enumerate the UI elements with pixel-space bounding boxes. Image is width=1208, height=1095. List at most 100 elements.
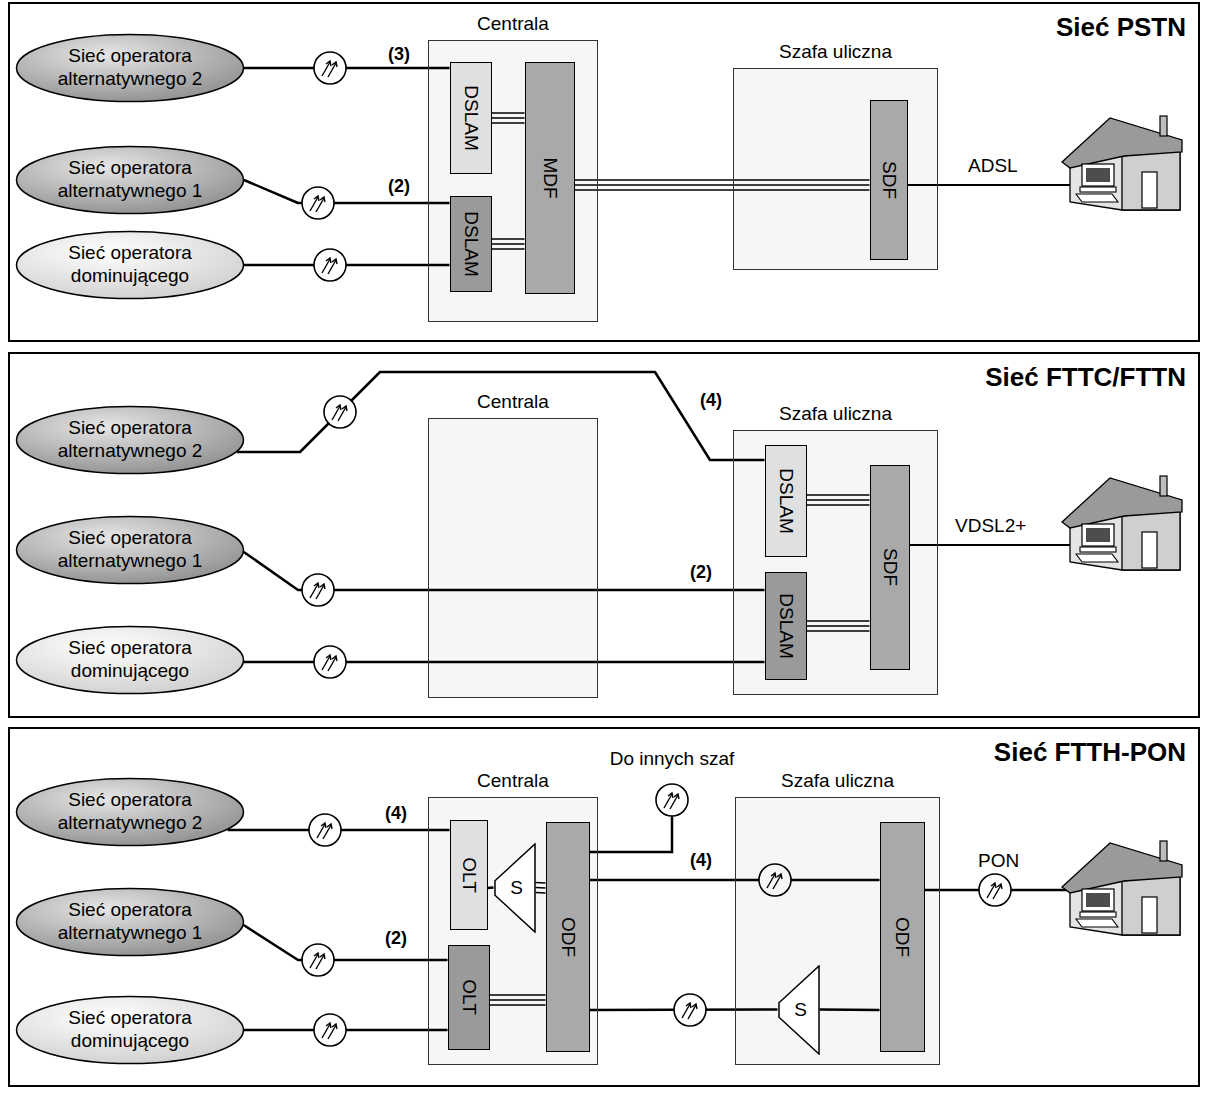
connector-path bbox=[820, 1008, 880, 1011]
fiber-symbol bbox=[979, 874, 1011, 906]
connector-path bbox=[492, 122, 525, 123]
fiber-link bbox=[590, 880, 880, 881]
building-label: Szafa uliczna bbox=[734, 41, 937, 63]
ellipse-outline bbox=[15, 777, 245, 847]
ellipse-outline bbox=[15, 230, 245, 300]
equipment-label: DSLAM bbox=[776, 593, 795, 658]
connector-path bbox=[807, 499, 870, 500]
fiber-symbol bbox=[324, 396, 356, 428]
equipment-box: SDF bbox=[870, 100, 908, 260]
building-label: Centrala bbox=[429, 13, 597, 35]
house-icon bbox=[1062, 841, 1182, 935]
ellipse-outline bbox=[15, 33, 245, 103]
house-icon bbox=[1062, 476, 1182, 570]
connector-path bbox=[237, 372, 764, 460]
fiber-link bbox=[244, 925, 448, 960]
fiber-symbol bbox=[656, 784, 688, 816]
connector-path bbox=[536, 882, 546, 884]
network-ellipse: Sieć operatora alternatywnego 2 bbox=[15, 33, 245, 103]
equipment-label: OLT bbox=[459, 857, 478, 893]
connector-path bbox=[807, 494, 870, 495]
callout-number: (2) bbox=[385, 928, 407, 949]
callout-number: (4) bbox=[690, 850, 712, 871]
equipment-label: ODF bbox=[558, 916, 577, 956]
equipment-box: SDF bbox=[870, 465, 910, 670]
splitter-outline bbox=[778, 965, 820, 1055]
access-line bbox=[910, 544, 1070, 546]
connector-path bbox=[492, 243, 525, 244]
building-box: SODFSzafa uliczna bbox=[735, 797, 940, 1065]
connector-path bbox=[536, 892, 546, 894]
connector-path bbox=[492, 248, 525, 249]
equipment-label: ODF bbox=[893, 916, 912, 956]
equipment-label: SDF bbox=[879, 161, 898, 199]
access-line bbox=[908, 184, 1070, 186]
splitter-shape: S bbox=[494, 843, 536, 933]
callout-number: (2) bbox=[690, 562, 712, 583]
wire-bundle bbox=[807, 495, 870, 505]
connector-path bbox=[807, 504, 870, 505]
house-icon bbox=[1062, 116, 1182, 210]
ellipse-outline bbox=[15, 515, 245, 585]
equipment-label: DSLAM bbox=[776, 468, 795, 533]
fiber-symbol bbox=[309, 814, 341, 846]
fiber-link bbox=[237, 372, 764, 460]
equipment-box: MDF bbox=[525, 62, 575, 294]
splitter-label: S bbox=[794, 999, 807, 1021]
network-ellipse: Sieć operatora dominującego bbox=[15, 625, 245, 695]
connector-path bbox=[492, 238, 525, 239]
branch-line bbox=[590, 816, 672, 852]
network-label: Sieć operatora alternatywnego 2 bbox=[40, 417, 220, 463]
line-label: PON bbox=[978, 850, 1019, 872]
fiber-symbol bbox=[314, 1014, 346, 1046]
building-label: Centrala bbox=[429, 391, 597, 413]
wire-bundle bbox=[492, 239, 525, 249]
panel-frame: Sieć operatora alternatywnego 2 Sieć oper… bbox=[8, 352, 1200, 718]
network-label: Sieć operatora alternatywnego 1 bbox=[40, 899, 220, 945]
network-label: Sieć operatora alternatywnego 1 bbox=[40, 527, 220, 573]
connector-path bbox=[590, 879, 880, 882]
panel-frame: Sieć operatora alternatywnego 2 Sieć oper… bbox=[8, 727, 1200, 1087]
connector-path bbox=[807, 620, 870, 621]
fiber-symbol bbox=[314, 249, 346, 281]
network-ellipse: Sieć operatora alternatywnego 1 bbox=[15, 515, 245, 585]
ellipse-outline bbox=[15, 625, 245, 695]
fiber-link bbox=[820, 1009, 880, 1011]
network-ellipse: Sieć operatora alternatywnego 2 bbox=[15, 777, 245, 847]
fiber-link bbox=[244, 180, 450, 203]
building-box: OLTSODFOLTCentrala bbox=[428, 797, 598, 1065]
panel-frame: Sieć operatora alternatywnego 2 Sieć oper… bbox=[8, 2, 1200, 342]
equipment-label: MDF bbox=[540, 157, 559, 198]
connector-path bbox=[492, 117, 525, 118]
equipment-box: ODF bbox=[546, 822, 590, 1052]
callout-number: (4) bbox=[385, 803, 407, 824]
connector-path bbox=[488, 886, 494, 889]
connector-path bbox=[575, 189, 870, 190]
building-box: DSLAMDSLAMSDFSzafa uliczna bbox=[733, 430, 938, 695]
network-label: Sieć operatora alternatywnego 2 bbox=[40, 789, 220, 835]
callout-number: (4) bbox=[700, 390, 722, 411]
panel-title: Sieć PSTN bbox=[1056, 12, 1186, 43]
panel-title: Sieć FTTH-PON bbox=[994, 737, 1186, 768]
building-box: SDFSzafa uliczna bbox=[733, 68, 938, 270]
network-ellipse: Sieć operatora dominującego bbox=[15, 230, 245, 300]
splitter-outline bbox=[494, 843, 536, 933]
connector-path bbox=[807, 625, 870, 626]
equipment-box: DSLAM bbox=[450, 196, 492, 292]
equipment-label: DSLAM bbox=[461, 85, 480, 150]
building-label: Szafa uliczna bbox=[736, 770, 939, 792]
equipment-box: DSLAM bbox=[765, 445, 807, 557]
ellipse-outline bbox=[15, 145, 245, 215]
connector-path bbox=[536, 887, 546, 889]
network-label: Sieć operatora dominującego bbox=[40, 637, 220, 683]
network-label: Sieć operatora dominującego bbox=[40, 1007, 220, 1053]
building-label: Centrala bbox=[429, 770, 597, 792]
building-label: Szafa uliczna bbox=[734, 403, 937, 425]
equipment-box: DSLAM bbox=[765, 572, 807, 680]
splitter-shape: S bbox=[778, 965, 820, 1055]
connector-path bbox=[492, 112, 525, 113]
equipment-box: OLT bbox=[448, 945, 490, 1050]
network-label: Sieć operatora alternatywnego 2 bbox=[40, 45, 220, 91]
